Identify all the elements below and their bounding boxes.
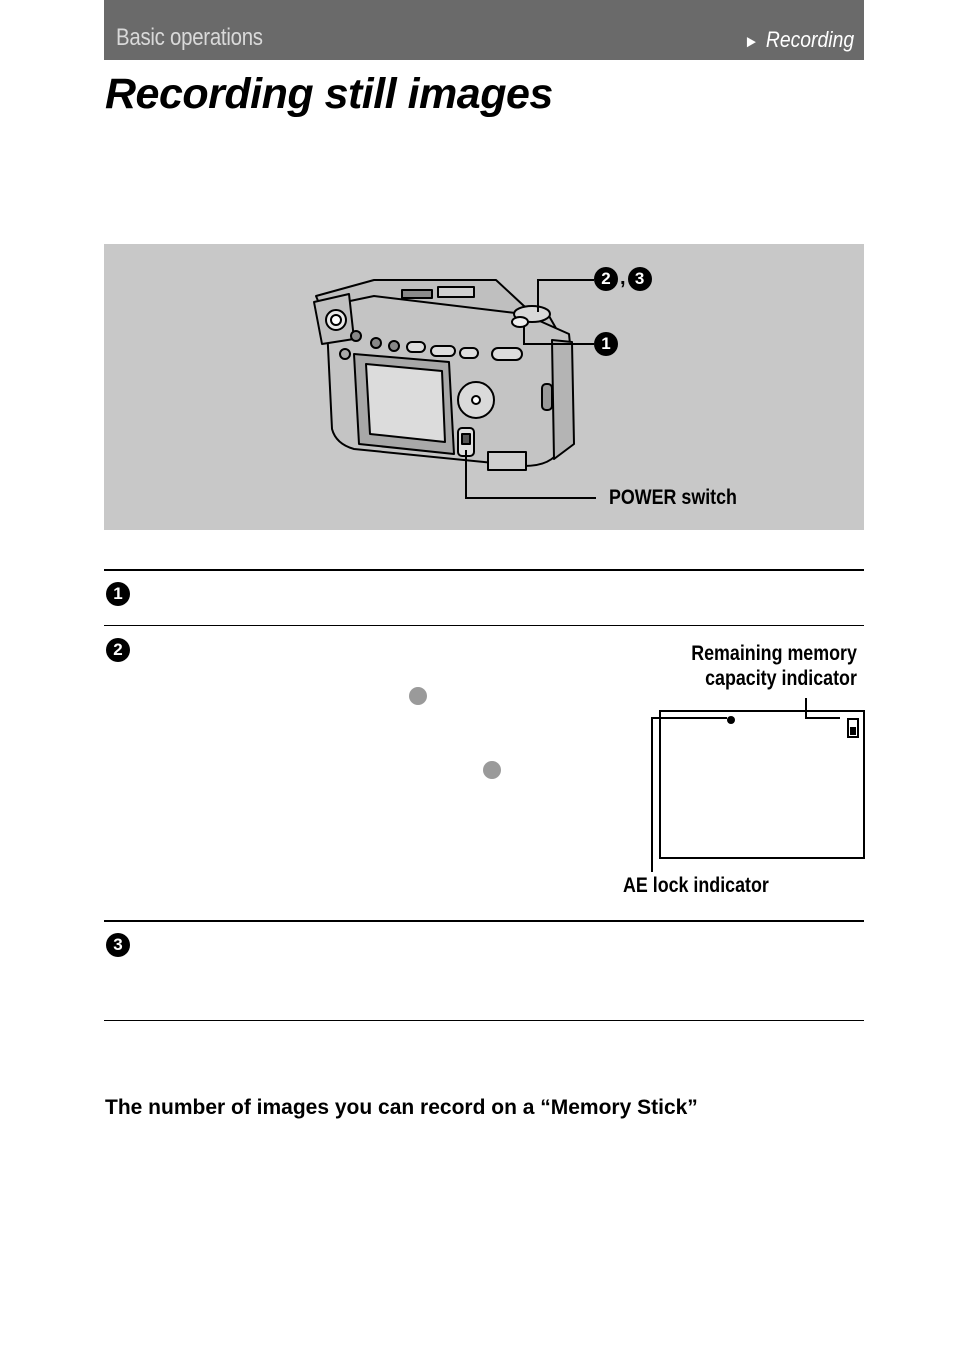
remaining-memory-line1: Remaining memory bbox=[691, 642, 857, 665]
step-3-number: 3 bbox=[106, 933, 130, 957]
callout-separator: , bbox=[620, 267, 626, 289]
callout-step-1: 1 bbox=[594, 332, 618, 356]
arrow-icon: ► bbox=[743, 32, 759, 51]
step-number-1: 1 bbox=[594, 332, 618, 356]
remaining-memory-label: Remaining memory capacity indicator bbox=[691, 641, 857, 691]
battery-icon bbox=[847, 718, 859, 738]
step-number-3: 3 bbox=[627, 267, 652, 291]
ae-lock-label: AE lock indicator bbox=[623, 874, 769, 897]
step-1-number: 1 bbox=[106, 582, 130, 606]
subsection-text: Recording bbox=[765, 27, 854, 52]
indicator-dot-2 bbox=[483, 761, 501, 779]
power-switch-label: POWER switch bbox=[609, 486, 737, 509]
step-2-top-rule bbox=[104, 625, 864, 626]
remaining-memory-line2: capacity indicator bbox=[705, 667, 857, 690]
section-heading: The number of images you can record on a… bbox=[105, 1096, 698, 1119]
camera-figure: 2,3 1 POWER switch bbox=[104, 244, 864, 530]
section-label: Basic operations bbox=[116, 24, 263, 51]
step-number-2: 2 bbox=[594, 267, 618, 291]
callout-steps-2-3: 2,3 bbox=[594, 267, 652, 291]
subsection-label: ► Recording bbox=[744, 27, 854, 53]
header-bar: Basic operations ► Recording bbox=[104, 0, 864, 60]
camera-illustration bbox=[313, 279, 596, 499]
step-1-top-rule bbox=[104, 569, 864, 571]
indicator-dot-1 bbox=[409, 687, 427, 705]
lcd-screen bbox=[659, 710, 865, 859]
ae-lock-dot-icon bbox=[727, 716, 735, 724]
step-3-top-rule bbox=[104, 920, 864, 922]
step-2-number: 2 bbox=[106, 638, 130, 662]
step-3-bottom-rule bbox=[104, 1020, 864, 1021]
page-title: Recording still images bbox=[105, 70, 553, 118]
